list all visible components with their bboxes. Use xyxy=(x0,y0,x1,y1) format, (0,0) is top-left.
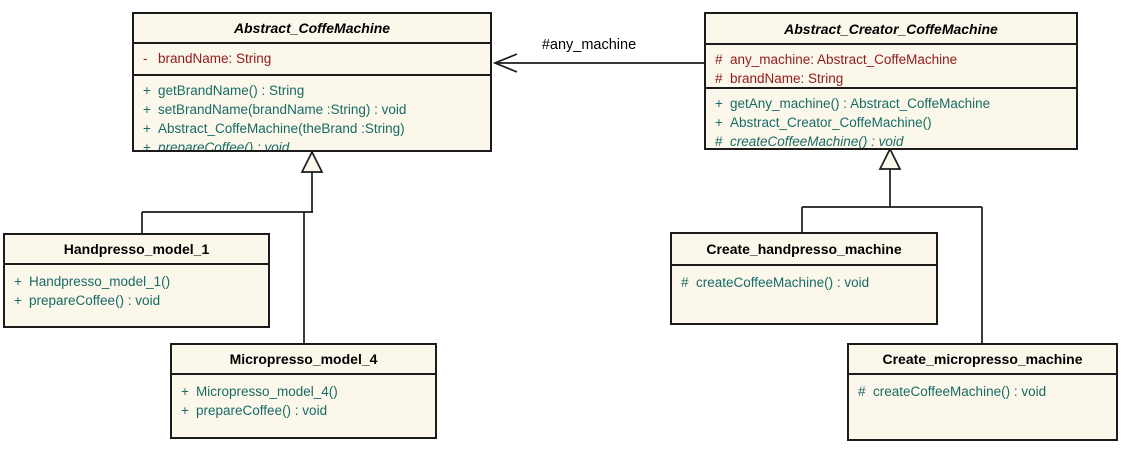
method-row: + Handpresso_model_1() xyxy=(5,272,268,291)
member-text: prepareCoffee() : void xyxy=(158,140,290,150)
visibility-symbol: + xyxy=(715,96,723,111)
member-text: prepareCoffee() : void xyxy=(29,293,161,308)
member-text: brandName: String xyxy=(158,51,272,66)
visibility-symbol: + xyxy=(143,83,151,98)
visibility-symbol: + xyxy=(14,293,22,308)
member-text: setBrandName(brandName :String) : void xyxy=(158,102,407,117)
attribute-row: # any_machine: Abstract_CoffeMachine xyxy=(706,50,1076,69)
association-label: #any_machine xyxy=(541,37,637,53)
visibility-symbol: + xyxy=(143,102,151,117)
visibility-symbol: + xyxy=(181,384,189,399)
generalization-right-connector[interactable] xyxy=(801,147,983,343)
visibility-symbol: - xyxy=(143,51,148,66)
class-title: Create_micropresso_machine xyxy=(882,351,1083,367)
member-text: Abstract_CoffeMachine(theBrand :String) xyxy=(158,121,405,136)
member-text: brandName: String xyxy=(730,71,844,86)
method-row: + prepareCoffee() : void xyxy=(5,291,268,310)
visibility-symbol: # xyxy=(681,275,689,290)
class-title: Abstract_CoffeMachine xyxy=(233,20,391,36)
class-abstract-creator-coffemachine[interactable]: Abstract_Creator_CoffeMachine # any_mach… xyxy=(704,12,1078,150)
visibility-symbol: # xyxy=(715,52,723,67)
triangle-arrowhead-icon xyxy=(878,147,902,170)
method-row: + Abstract_CoffeMachine(theBrand :String… xyxy=(134,119,490,138)
member-text: getAny_machine() : Abstract_CoffeMachine xyxy=(730,96,991,111)
visibility-symbol: + xyxy=(715,115,723,130)
triangle-arrowhead-icon xyxy=(300,150,324,173)
class-title: Micropresso_model_4 xyxy=(229,351,378,367)
member-text: createCoffeeMachine() : void xyxy=(696,275,870,290)
method-row: # createCoffeeMachine() : void xyxy=(706,132,1076,148)
member-text: createCoffeeMachine() : void xyxy=(730,134,904,148)
member-text: createCoffeeMachine() : void xyxy=(873,384,1047,399)
class-micropresso-model-4[interactable]: Micropresso_model_4 + Micropresso_model_… xyxy=(170,343,437,439)
member-text: Abstract_Creator_CoffeMachine() xyxy=(730,115,932,130)
visibility-symbol: # xyxy=(715,71,723,86)
member-text: Handpresso_model_1() xyxy=(29,274,171,289)
visibility-symbol: + xyxy=(14,274,22,289)
method-row: + prepareCoffee() : void xyxy=(172,401,435,420)
method-row: # createCoffeeMachine() : void xyxy=(849,382,1116,401)
methods-compartment: # createCoffeeMachine() : void xyxy=(849,373,1116,439)
attribute-row: # brandName: String xyxy=(706,69,1076,87)
member-text: any_machine: Abstract_CoffeMachine xyxy=(730,52,958,67)
method-row: + Abstract_Creator_CoffeMachine() xyxy=(706,113,1076,132)
class-handpresso-model-1[interactable]: Handpresso_model_1 + Handpresso_model_1(… xyxy=(3,233,270,328)
class-title: Abstract_Creator_CoffeMachine xyxy=(784,20,998,37)
visibility-symbol: + xyxy=(181,403,189,418)
member-text: getBrandName() : String xyxy=(158,83,305,98)
methods-compartment: + Handpresso_model_1() + prepareCoffee()… xyxy=(5,263,268,326)
visibility-symbol: # xyxy=(715,134,723,148)
methods-compartment: + getBrandName() : String + setBrandName… xyxy=(134,74,490,150)
method-row: # createCoffeeMachine() : void xyxy=(672,273,936,292)
class-create-micropresso-machine[interactable]: Create_micropresso_machine # createCoffe… xyxy=(847,343,1118,441)
visibility-symbol: + xyxy=(143,140,151,150)
class-abstract-coffemachine[interactable]: Abstract_CoffeMachine - brandName: Strin… xyxy=(132,12,492,152)
class-title: Handpresso_model_1 xyxy=(63,241,210,257)
methods-compartment: + getAny_machine() : Abstract_CoffeMachi… xyxy=(706,87,1076,148)
method-row: + getAny_machine() : Abstract_CoffeMachi… xyxy=(706,94,1076,113)
method-row: + Micropresso_model_4() xyxy=(172,382,435,401)
methods-compartment: # createCoffeeMachine() : void xyxy=(672,264,936,323)
method-row: + setBrandName(brandName :String) : void xyxy=(134,100,490,119)
methods-compartment: + Micropresso_model_4() + prepareCoffee(… xyxy=(172,373,435,437)
visibility-symbol: + xyxy=(143,121,151,136)
method-row: + getBrandName() : String xyxy=(134,81,490,100)
class-title: Create_handpresso_machine xyxy=(706,241,902,257)
association-any-machine-connector[interactable] xyxy=(492,53,704,73)
attributes-compartment: # any_machine: Abstract_CoffeMachine # b… xyxy=(706,43,1076,87)
generalization-left-connector[interactable] xyxy=(141,150,324,343)
member-text: Micropresso_model_4() xyxy=(196,384,338,399)
attributes-compartment: - brandName: String xyxy=(134,42,490,74)
member-text: prepareCoffee() : void xyxy=(196,403,328,418)
method-row: + prepareCoffee() : void xyxy=(134,138,490,150)
class-create-handpresso-machine[interactable]: Create_handpresso_machine # createCoffee… xyxy=(670,232,938,325)
visibility-symbol: # xyxy=(858,384,866,399)
open-arrowhead-icon xyxy=(492,53,518,73)
attribute-row: - brandName: String xyxy=(134,49,490,68)
